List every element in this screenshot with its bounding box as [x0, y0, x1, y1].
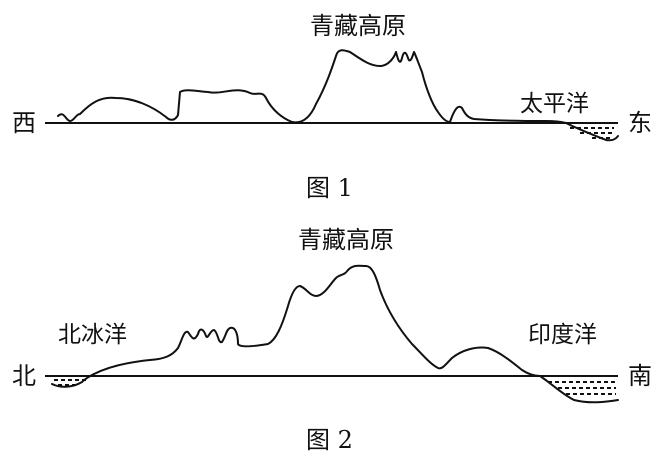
- fig2-title: 青藏高原: [298, 226, 394, 254]
- fig2-direction-north: 北: [12, 362, 36, 390]
- fig2-terrain-profile: [93, 264, 541, 377]
- fig1-ocean-label: 太平洋: [520, 91, 589, 117]
- fig2-right-ocean-floor: [539, 375, 619, 404]
- fig1-terrain-profile: [57, 49, 567, 124]
- figure-2: 青藏高原 北冰洋 印度洋 北 南 图 2: [12, 226, 652, 454]
- fig2-left-ocean-floor: [51, 373, 95, 388]
- fig1-caption: 图 1: [306, 174, 353, 202]
- fig2-left-ocean-label: 北冰洋: [58, 322, 127, 348]
- fig2-direction-south: 南: [628, 362, 652, 390]
- fig2-left-ocean-water: [54, 379, 86, 386]
- fig1-ocean-water: [570, 127, 614, 139]
- fig1-title: 青藏高原: [310, 12, 406, 40]
- fig1-direction-east: 东: [628, 109, 652, 137]
- figure-1: 青藏高原 西 东 太平洋 图 1: [12, 12, 652, 202]
- fig2-right-ocean-water: [548, 381, 616, 395]
- fig2-caption: 图 2: [306, 426, 353, 454]
- fig1-direction-west: 西: [12, 109, 36, 137]
- fig2-right-ocean-label: 印度洋: [528, 322, 597, 348]
